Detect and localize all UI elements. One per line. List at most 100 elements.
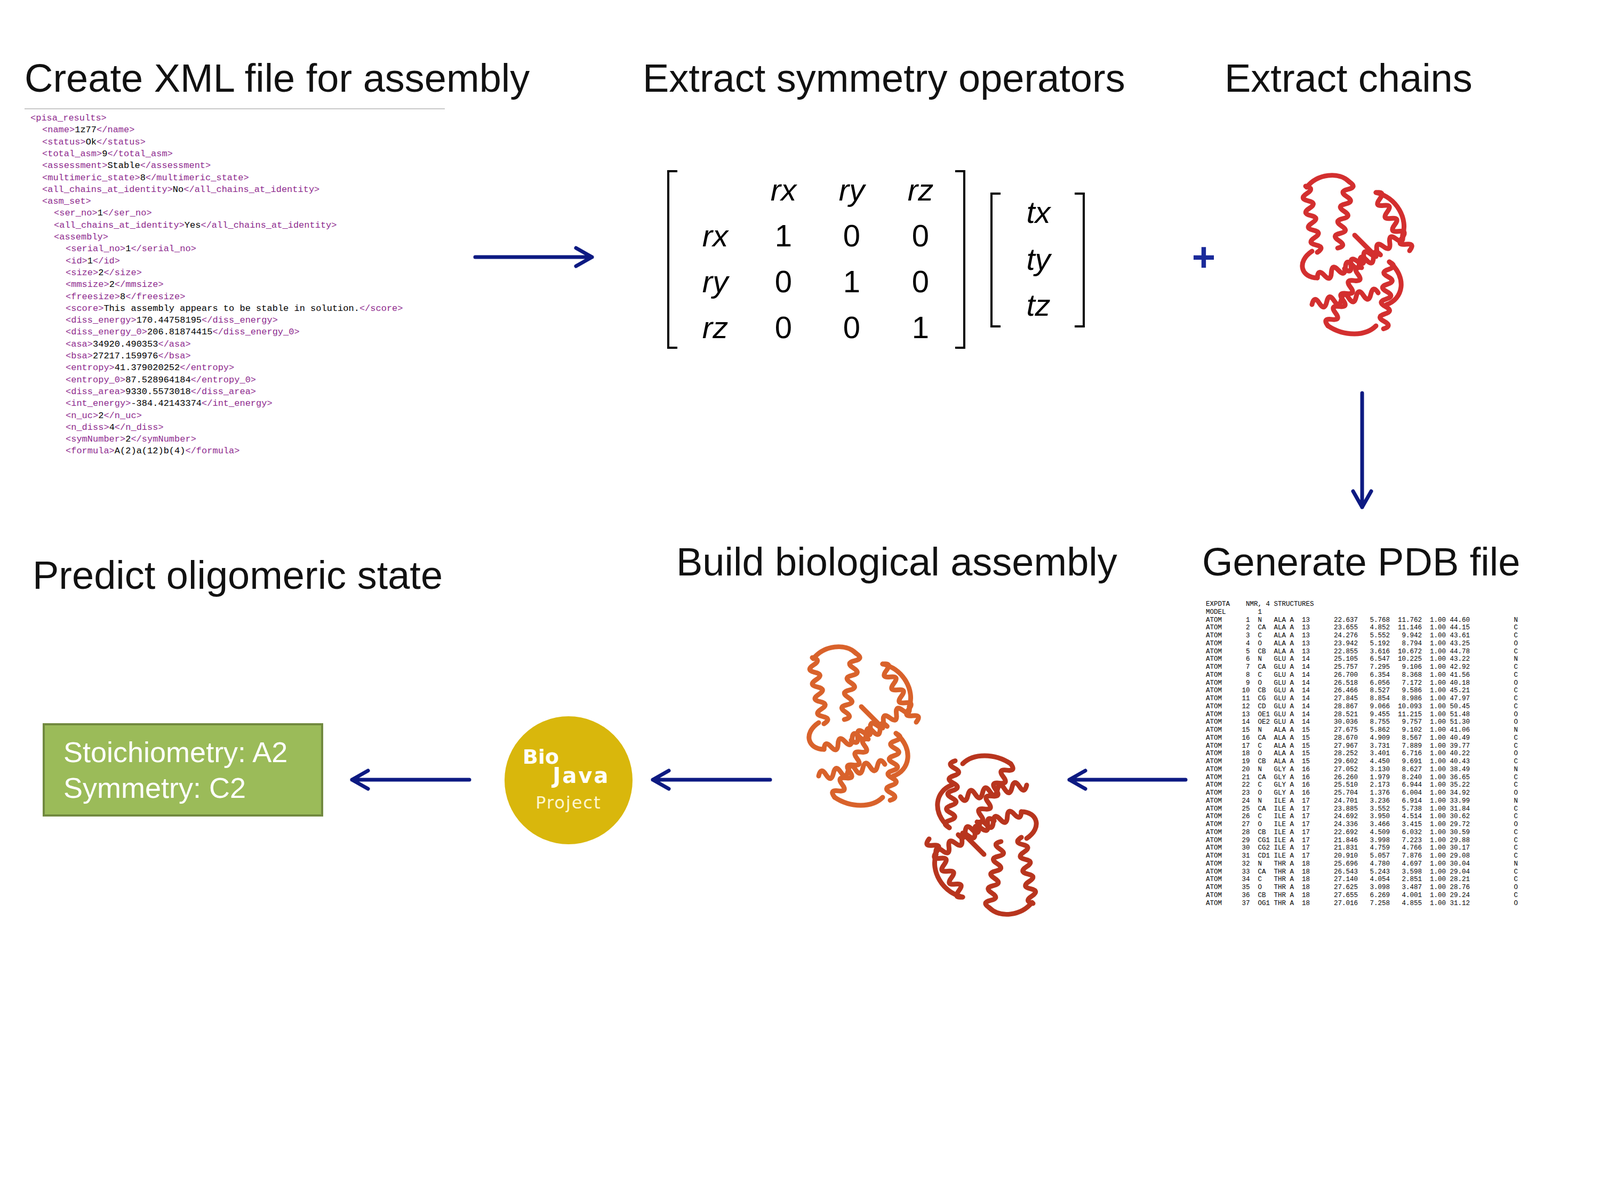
step-heading: Predict oligomeric state bbox=[32, 552, 443, 599]
xml-line: <asa>34920.490353</asa> bbox=[65, 338, 191, 351]
xml-line: <name>1z77</name> bbox=[42, 124, 135, 136]
pdb-line: ATOM 23 O GLY A 16 25.704 1.376 6.004 1.… bbox=[1205, 789, 1518, 798]
xml-line: <diss_energy_0>206.81874415</diss_energy… bbox=[65, 326, 300, 339]
pdb-line: ATOM 4 O ALA A 13 23.942 5.192 8.794 1.0… bbox=[1205, 640, 1518, 648]
xml-line: <serial_no>1</serial_no> bbox=[65, 243, 197, 255]
xml-line: <diss_energy>170.44758195</diss_energy> bbox=[65, 314, 278, 327]
xml-line: <int_energy>-384.42143374</int_energy> bbox=[65, 397, 273, 410]
logo-disc bbox=[504, 716, 633, 845]
pdb-line: ATOM 33 CA THR A 18 26.543 5.243 3.598 1… bbox=[1205, 868, 1518, 877]
pdb-line: ATOM 15 N ALA A 15 27.675 5.862 9.102 1.… bbox=[1205, 726, 1518, 735]
pdb-line: ATOM 18 O ALA A 15 28.252 3.401 6.716 1.… bbox=[1205, 749, 1518, 758]
pdb-line: ATOM 8 C GLU A 14 26.700 6.354 8.368 1.0… bbox=[1205, 671, 1518, 680]
pdb-line: ATOM 10 CB GLU A 14 26.466 8.527 9.586 1… bbox=[1205, 686, 1518, 695]
pdb-line: ATOM 34 C THR A 18 27.140 4.054 2.851 1.… bbox=[1205, 875, 1518, 884]
xml-line: <formula>A(2)a(12)b(4)</formula> bbox=[65, 445, 240, 458]
pdb-line: ATOM 16 CA ALA A 15 28.670 4.909 8.567 1… bbox=[1205, 734, 1518, 743]
matrix-entry: rz bbox=[702, 309, 728, 346]
matrix-entry: ry bbox=[702, 264, 728, 300]
pdb-line: ATOM 32 N THR A 18 25.696 4.780 4.697 1.… bbox=[1205, 860, 1518, 869]
flow-arrow bbox=[1069, 770, 1186, 789]
assembly-cartoon bbox=[808, 646, 1038, 915]
xml-line: <symNumber>2</symNumber> bbox=[65, 433, 197, 446]
matrix-entry: tz bbox=[1026, 287, 1051, 323]
matrix-entry: rx bbox=[702, 218, 728, 254]
step-heading: Build biological assembly bbox=[676, 539, 1118, 586]
step-heading: Extract symmetry operators bbox=[642, 55, 1126, 102]
pdb-line: ATOM 37 OG1 THR A 18 27.016 7.258 4.855 … bbox=[1205, 899, 1518, 908]
xml-line: <all_chains_at_identity>Yes</all_chains_… bbox=[53, 219, 338, 232]
result-box: Predict oligomeric stateStoichiometry: A… bbox=[42, 723, 324, 817]
pdb-line: EXPDTA NMR, 4 STRUCTURES bbox=[1205, 600, 1315, 609]
matrix-bracket bbox=[668, 171, 1084, 348]
xml-line: <size>2</size> bbox=[65, 267, 142, 279]
pdb-line: ATOM 11 CG GLU A 14 27.845 8.854 8.986 1… bbox=[1205, 694, 1518, 703]
matrix-entry: 0 bbox=[843, 309, 861, 346]
xml-line: <multimeric_state>8</multimeric_state> bbox=[42, 172, 250, 184]
flow-arrow bbox=[1353, 393, 1372, 508]
result-text: Stoichiometry: A2 bbox=[63, 735, 288, 769]
step-panel: Extract chains bbox=[1216, 53, 1483, 368]
pdb-line: ATOM 26 C ILE A 17 24.692 3.950 4.514 1.… bbox=[1205, 812, 1518, 821]
pdb-line: ATOM 17 C ALA A 15 27.967 3.731 7.889 1.… bbox=[1205, 742, 1518, 751]
matrix-entry: 0 bbox=[774, 264, 792, 300]
xml-line: <entropy>41.379020252</entropy> bbox=[65, 362, 235, 374]
flow-arrow bbox=[352, 770, 470, 789]
logo-text: Project bbox=[535, 792, 602, 813]
pdb-line: ATOM 24 N ILE A 17 24.701 3.236 6.914 1.… bbox=[1205, 797, 1518, 806]
xml-line: <assembly> bbox=[53, 231, 109, 244]
step-panel: Extract symmetry operators bbox=[602, 53, 1136, 368]
step-heading: Generate PDB file bbox=[1202, 539, 1520, 586]
logo-text: Java bbox=[553, 763, 611, 788]
pdb-line: ATOM 25 CA ILE A 17 23.885 3.552 5.738 1… bbox=[1205, 805, 1518, 814]
xml-line: <assessment>Stable</assessment> bbox=[42, 160, 211, 172]
flow-arrow bbox=[652, 770, 771, 789]
pdb-line: ATOM 14 OE2 GLU A 14 30.036 8.755 9.757 … bbox=[1205, 718, 1518, 727]
xml-line: <score>This assembly appears to be stabl… bbox=[65, 302, 404, 315]
xml-line: <pisa_results> bbox=[30, 112, 107, 125]
result-text: Symmetry: C2 bbox=[63, 771, 246, 805]
matrix-entry: 1 bbox=[774, 218, 792, 254]
pdb-line: ATOM 6 N GLU A 14 25.105 6.547 10.225 1.… bbox=[1205, 655, 1518, 664]
matrix-entry: rx bbox=[770, 172, 797, 208]
xml-line: <id>1</id> bbox=[65, 255, 120, 268]
step-panel: Build biological assembly bbox=[794, 634, 1051, 928]
xml-line: <asm_set> bbox=[42, 195, 92, 208]
pdb-line: ATOM 19 CB ALA A 15 29.602 4.450 9.691 1… bbox=[1205, 757, 1518, 766]
step-heading: Extract chains bbox=[1224, 55, 1473, 102]
matrix-entry: 0 bbox=[843, 218, 861, 254]
logo-circle: BioJavaProject bbox=[504, 715, 634, 845]
xml-line: <ser_no>1</ser_no> bbox=[53, 207, 152, 220]
matrix-entry: rz bbox=[907, 172, 934, 208]
matrix-entry: ty bbox=[1026, 241, 1051, 277]
matrix-entry: 1 bbox=[843, 264, 861, 300]
xml-line: <freesize>8</freesize> bbox=[65, 291, 186, 303]
pdb-line: ATOM 35 O THR A 18 27.625 3.098 3.487 1.… bbox=[1205, 883, 1518, 892]
pdb-line: ATOM 27 O ILE A 17 24.336 3.466 3.415 1.… bbox=[1205, 820, 1518, 829]
pdb-line: ATOM 36 CB THR A 18 27.655 6.269 4.001 1… bbox=[1205, 891, 1518, 900]
plus-sign: + bbox=[1192, 235, 1216, 279]
pdb-line: ATOM 31 CD1 ILE A 17 20.910 5.057 7.876 … bbox=[1205, 852, 1518, 861]
step-heading: Create XML file for assembly bbox=[24, 55, 530, 102]
xml-line: <status>Ok</status> bbox=[42, 136, 146, 149]
matrix-entry: tx bbox=[1026, 194, 1051, 230]
matrix-entry: 1 bbox=[912, 309, 930, 346]
matrix-entry: 0 bbox=[912, 218, 930, 254]
xml-line: <bsa>27217.159976</bsa> bbox=[65, 350, 191, 363]
pdb-line: ATOM 9 O GLU A 14 26.518 6.056 7.172 1.0… bbox=[1205, 679, 1518, 688]
pdb-line: ATOM 1 N ALA A 13 22.637 5.768 11.762 1.… bbox=[1205, 616, 1518, 625]
matrix-entry: 0 bbox=[774, 309, 792, 346]
pdb-line: ATOM 30 CG2 ILE A 17 21.831 4.759 4.766 … bbox=[1205, 844, 1518, 853]
pdb-line: ATOM 20 N GLY A 16 27.052 3.130 8.627 1.… bbox=[1205, 765, 1518, 774]
xml-line: <total_asm>9</total_asm> bbox=[42, 148, 173, 160]
xml-line: <diss_area>9330.5573018</diss_area> bbox=[65, 386, 256, 398]
pdb-line: ATOM 28 CB ILE A 17 22.692 4.509 6.032 1… bbox=[1205, 828, 1518, 837]
xml-line: <mmsize>2</mmsize> bbox=[65, 278, 164, 291]
pdb-line: ATOM 7 CA GLU A 14 25.757 7.295 9.106 1.… bbox=[1205, 663, 1518, 672]
matrix-entry: ry bbox=[838, 172, 865, 208]
xml-line: <n_diss>4</n_diss> bbox=[65, 421, 164, 434]
pdb-line: MODEL 1 bbox=[1205, 608, 1262, 617]
xml-line: <all_chains_at_identity>No</all_chains_a… bbox=[42, 184, 320, 196]
pdb-line: ATOM 21 CA GLY A 16 26.260 1.979 8.240 1… bbox=[1205, 773, 1518, 782]
pdb-line: ATOM 12 CD GLU A 14 28.867 9.066 10.093 … bbox=[1205, 702, 1518, 711]
